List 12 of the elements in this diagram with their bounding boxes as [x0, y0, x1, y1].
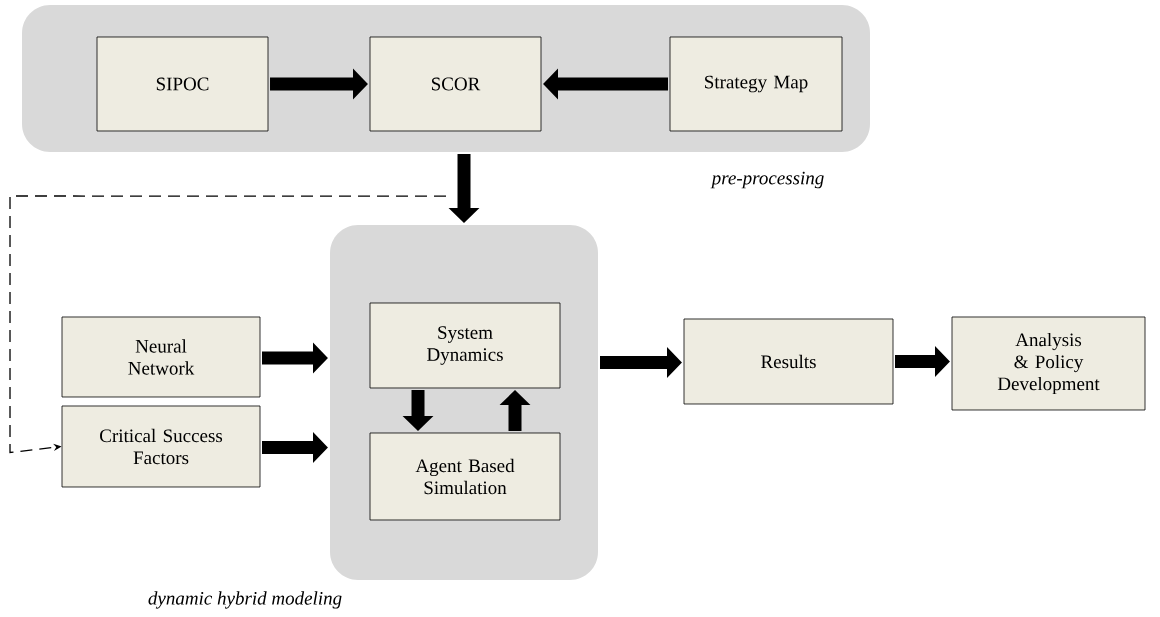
process-box: Analysis & Policy Development [951, 316, 1146, 411]
process-box: Critical Success Factors [61, 405, 261, 488]
process-box: Agent Based Simulation [369, 432, 561, 521]
process-box: Results [683, 318, 894, 405]
group-label: pre-processing [710, 171, 824, 189]
process-box: System Dynamics [369, 302, 561, 389]
dashed-arrow [9, 195, 447, 454]
group-label: dynamic hybrid modeling [148, 591, 342, 609]
process-box: Strategy Map [669, 36, 843, 132]
process-box: SIPOC [96, 36, 269, 132]
process-box: Neural Network [61, 316, 261, 398]
process-box: SCOR [369, 36, 542, 132]
